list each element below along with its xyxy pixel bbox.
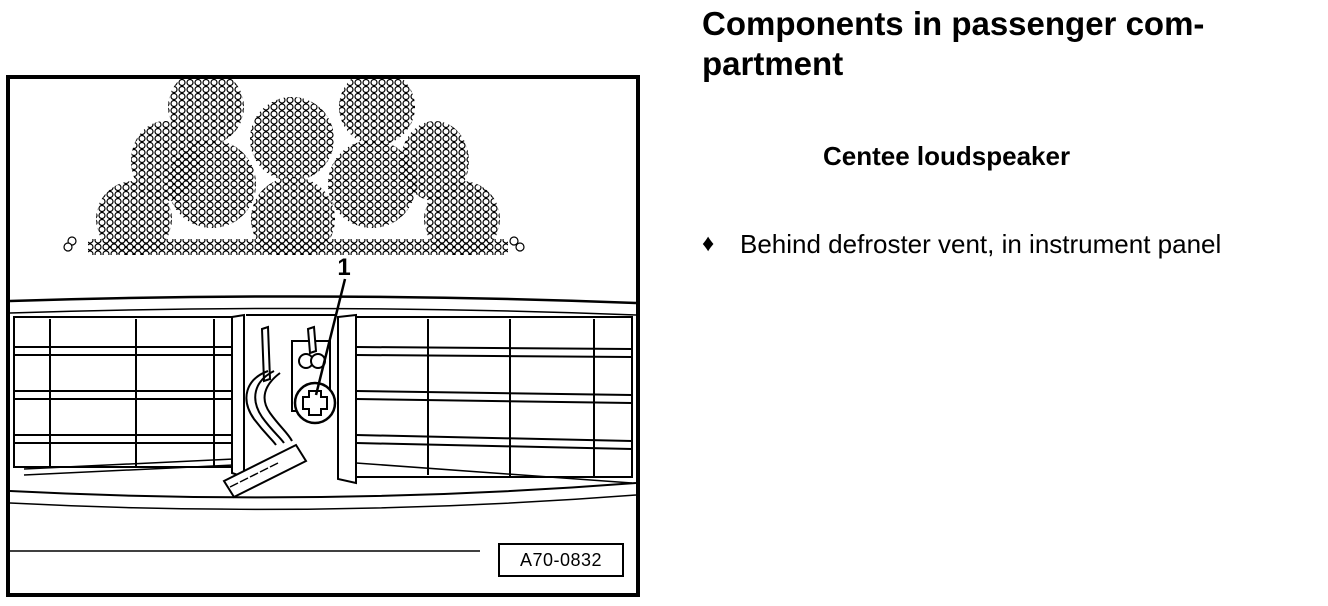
- loudspeaker-illustration: 1: [10, 79, 636, 552]
- illustration-frame: 1 A70-0832: [6, 75, 640, 597]
- diamond-bullet-icon: ♦: [702, 230, 715, 257]
- figure-reference-code: A70-0832: [498, 543, 624, 577]
- list-item: ♦ Behind defroster vent, in instrument p…: [702, 226, 1306, 262]
- callout-leader: 1: [314, 254, 351, 396]
- instrument-panel: [10, 295, 636, 552]
- page-title-text: Components in passenger com- partment: [702, 5, 1205, 82]
- vent-opening: [231, 313, 357, 485]
- connector-plug: [222, 443, 308, 499]
- speaker-grille: [10, 79, 636, 265]
- bullet-list: ♦ Behind defroster vent, in instrument p…: [702, 226, 1306, 262]
- section-heading: Centee loudspeaker: [823, 141, 1071, 171]
- page-title: Components in passenger com- partment: [702, 4, 1302, 84]
- callout-number-1: 1: [337, 254, 350, 281]
- defroster-vent-right: [355, 316, 633, 484]
- wiring-harness: [245, 370, 293, 446]
- bullet-text: Behind defroster vent, in instrument pan…: [740, 229, 1222, 259]
- screw-icon: [293, 381, 337, 425]
- defroster-vent-left: [13, 316, 235, 476]
